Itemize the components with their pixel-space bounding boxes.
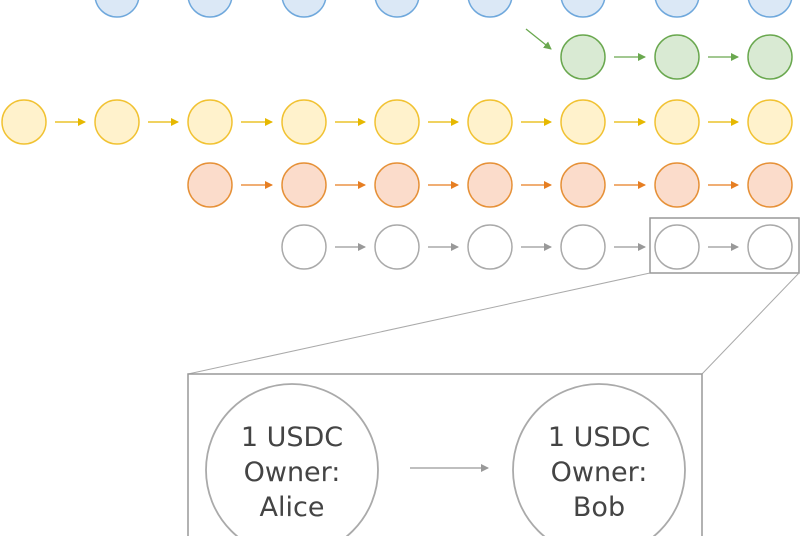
to-token-node: 1 USDC Owner: Bob xyxy=(512,383,686,536)
orange-node xyxy=(560,162,606,208)
blue-node xyxy=(747,0,793,18)
to-token-amount: 1 USDC xyxy=(548,422,650,453)
gray-node xyxy=(374,224,420,270)
blue-node xyxy=(560,0,606,18)
zoom-detail: 1 USDC Owner: Alice 1 USDC Owner: Bob xyxy=(187,373,703,536)
gray-node xyxy=(654,224,700,270)
chain-green xyxy=(525,28,793,80)
yellow-node xyxy=(654,99,700,145)
orange-node xyxy=(654,162,700,208)
orange-node xyxy=(467,162,513,208)
highlight-box xyxy=(649,217,800,274)
gray-node xyxy=(467,224,513,270)
yellow-node xyxy=(94,99,140,145)
orange-node xyxy=(374,162,420,208)
to-token-circle xyxy=(512,383,686,536)
zoom-line-left xyxy=(187,272,651,375)
orange-node xyxy=(187,162,233,208)
green-node xyxy=(560,34,606,80)
blue-node xyxy=(467,0,513,18)
yellow-node xyxy=(281,99,327,145)
blue-node xyxy=(94,0,140,18)
blue-node xyxy=(374,0,420,18)
yellow-node xyxy=(374,99,420,145)
chain-yellow xyxy=(1,99,793,145)
blue-node xyxy=(187,0,233,18)
gray-node xyxy=(747,224,793,270)
orange-node xyxy=(281,162,327,208)
yellow-node xyxy=(1,99,47,145)
gray-node xyxy=(560,224,606,270)
yellow-node xyxy=(187,99,233,145)
blue-node xyxy=(281,0,327,18)
from-token-amount: 1 USDC xyxy=(241,422,343,453)
blue-node xyxy=(654,0,700,18)
chain-gray xyxy=(281,224,793,270)
green-branch-arrow xyxy=(525,28,552,50)
yellow-node xyxy=(747,99,793,145)
gray-node xyxy=(281,224,327,270)
yellow-node xyxy=(560,99,606,145)
to-token-owner: Bob xyxy=(573,492,625,523)
zoom-line-right xyxy=(701,272,800,375)
green-node xyxy=(747,34,793,80)
green-node xyxy=(654,34,700,80)
from-token-owner: Alice xyxy=(260,492,325,523)
chain-orange xyxy=(187,162,793,208)
orange-node xyxy=(747,162,793,208)
to-token-owner-label: Owner: xyxy=(551,457,648,488)
from-token-circle xyxy=(205,383,379,536)
from-token-owner-label: Owner: xyxy=(244,457,341,488)
chain-blue xyxy=(94,0,793,18)
yellow-node xyxy=(467,99,513,145)
from-token-node: 1 USDC Owner: Alice xyxy=(205,383,379,536)
